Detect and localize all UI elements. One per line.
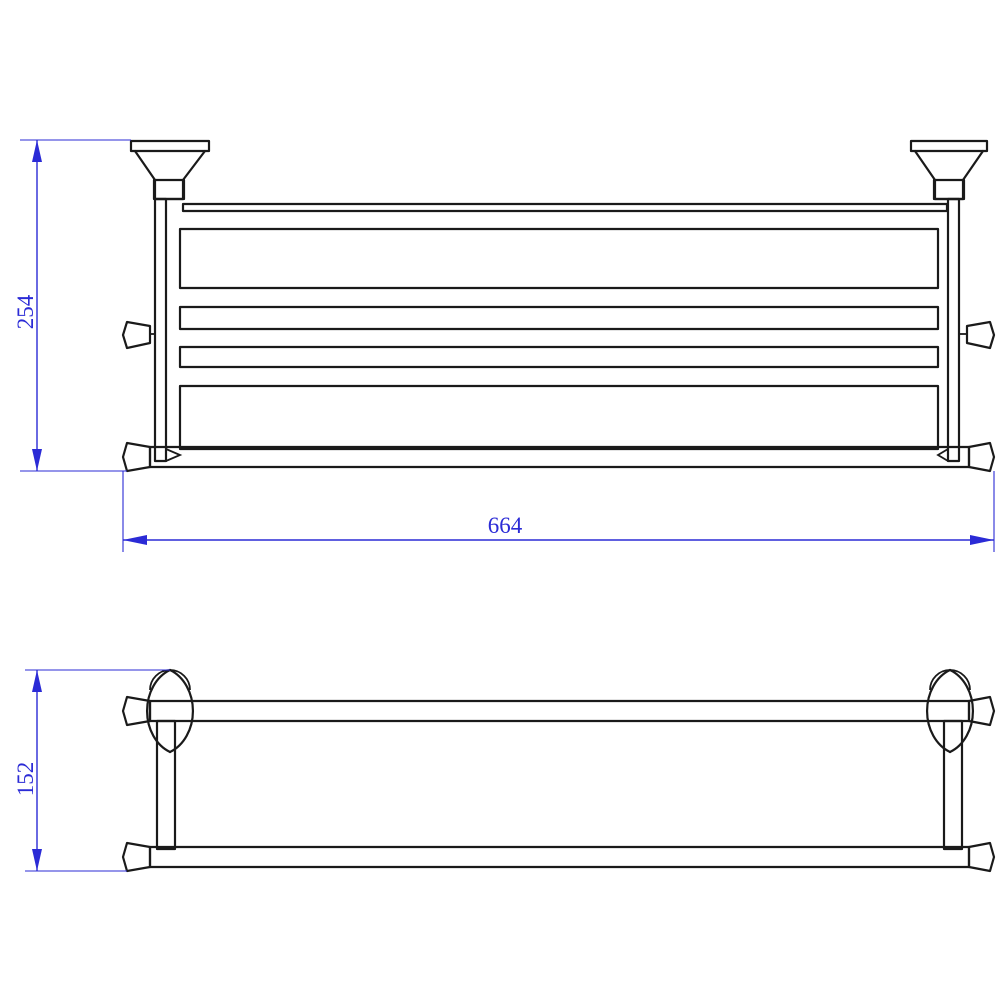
left-post [153,197,168,463]
left-middle-cap [121,320,155,350]
side-right-support [942,719,964,851]
right-post [946,197,961,463]
right-middle-cap [959,320,996,350]
height-254-label: 254 [13,294,38,329]
side-right-top-cap [967,695,996,727]
height-152-label: 152 [13,762,38,797]
front-view [121,139,996,473]
top-rail [181,202,949,213]
shelf-bar-1 [178,227,940,290]
side-view [121,668,996,873]
shelf-bar-3 [178,345,940,369]
front-width-dimension: 664 [122,471,995,552]
side-left-top-cap [121,695,152,727]
left-wall-mount [129,139,211,201]
side-height-dimension: 152 [13,669,170,872]
right-bottom-cap [967,441,996,473]
front-height-dimension: 254 [13,139,131,472]
left-corner-bracket [165,448,183,462]
shelf-bar-2 [178,305,940,331]
width-664-label: 664 [488,513,523,538]
side-bottom-rail [148,845,971,869]
side-left-bottom-cap [121,841,152,873]
left-bottom-cap [121,441,152,473]
left-wall-disc [145,668,195,754]
shelf-bar-4 [178,384,940,451]
side-top-rail [148,699,971,723]
side-left-support [155,719,177,851]
side-right-bottom-cap [967,841,996,873]
right-wall-disc [925,668,975,754]
right-wall-mount [909,139,989,201]
right-corner-bracket [936,448,949,462]
